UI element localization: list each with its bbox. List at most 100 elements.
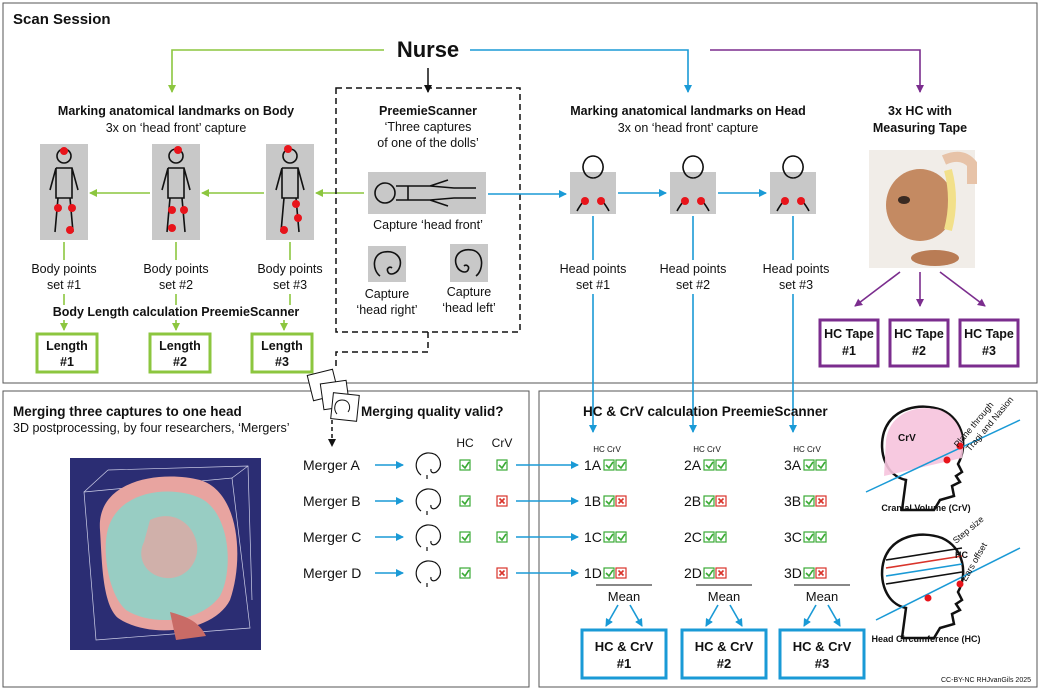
body-figure-2 <box>152 144 200 240</box>
body-points-set-2: set #2 <box>159 278 193 292</box>
body-points-set-1: set #1 <box>47 278 81 292</box>
merging-subtitle: 3D postprocessing, by four researchers, … <box>13 421 290 435</box>
body-points-label-1: Body points <box>31 262 96 276</box>
crv-valid-checkbox <box>496 531 508 543</box>
calc-cell-label: 3A <box>784 457 802 473</box>
result-box <box>580 628 668 680</box>
head-points-set-3: set #3 <box>779 278 813 292</box>
mean-arrow <box>729 604 743 627</box>
scan-session-panel <box>2 2 1038 384</box>
legend-step-size: Step size <box>951 514 986 545</box>
calc-crv-checkbox <box>815 531 827 543</box>
merged-head-icon <box>415 452 442 479</box>
body-length-calc-label: Body Length calculation PreemieScanner <box>53 305 300 319</box>
legend-crv-label: CrV <box>898 433 916 444</box>
calc-cell-label: 2C <box>684 529 702 545</box>
calc-crv-checkbox <box>815 495 827 507</box>
mean-arrow <box>803 604 817 627</box>
calc-crv-checkbox <box>815 567 827 579</box>
head-circumference-figure <box>875 533 1021 640</box>
hc-tape-box-1-label: HC Tape <box>824 327 874 341</box>
length-box-1-label: Length <box>46 339 88 353</box>
merger-name: Merger C <box>303 529 361 545</box>
body-figure-3 <box>266 144 314 240</box>
calc-cell-label: 2D <box>684 565 702 581</box>
result-box-label: HC & CrV <box>793 639 852 654</box>
merge-col-crv: CrV <box>492 436 513 450</box>
crv-valid-checkbox <box>496 495 508 507</box>
calc-crv-checkbox <box>815 459 827 471</box>
calc-crv-checkbox <box>715 459 727 471</box>
calc-cell-label: 3D <box>784 565 802 581</box>
scanner-sub1: ‘Three captures <box>385 120 472 134</box>
body-points-label-2: Body points <box>143 262 208 276</box>
length-box-3-number: #3 <box>275 355 289 369</box>
calc-title: HC & CrV calculation PreemieScanner <box>583 404 828 419</box>
capture-head-front-label: Capture ‘head front’ <box>373 218 483 232</box>
head-section-subheading: 3x on ‘head front’ capture <box>618 121 759 135</box>
result-box-label: HC & CrV <box>595 639 654 654</box>
merger-name: Merger D <box>303 565 361 581</box>
nurse-to-body-connector <box>168 49 384 93</box>
body-section-heading: Marking anatomical landmarks on Body <box>58 104 294 118</box>
calc-hc-checkbox <box>803 567 815 579</box>
calc-hc-checkbox <box>603 567 615 579</box>
merge-col-hc: HC <box>456 436 474 450</box>
result-box-number: #3 <box>815 656 829 671</box>
calc-cell-label: 1B <box>584 493 601 509</box>
body-figure-1 <box>40 144 88 240</box>
hc-valid-checkbox <box>459 567 471 579</box>
mean-label: Mean <box>608 589 641 604</box>
measuring-tape-photo <box>869 150 977 268</box>
merging-title: Merging three captures to one head <box>13 404 242 419</box>
result-box-number: #2 <box>717 656 731 671</box>
calc-hc-checkbox <box>703 495 715 507</box>
calc-col-header: HC CrV <box>793 445 821 454</box>
merging-quality-question: Merging quality valid? <box>361 404 504 419</box>
calc-cell-label: 1C <box>584 529 602 545</box>
head-front-image-2 <box>670 155 716 214</box>
tape-heading-2: Measuring Tape <box>873 121 967 135</box>
calc-crv-checkbox <box>715 495 727 507</box>
scan-session-title: Scan Session <box>13 11 111 28</box>
head-section-heading: Marking anatomical landmarks on Head <box>570 104 806 118</box>
capture-head-right-label-2: ‘head right’ <box>356 303 417 317</box>
body-points-set-3: set #3 <box>273 278 307 292</box>
calc-cell-label: 2A <box>684 457 702 473</box>
3d-head-render <box>70 458 261 650</box>
length-box-3: Length #3 <box>250 332 314 374</box>
hc-valid-checkbox <box>459 531 471 543</box>
scanner-to-merging-connector <box>335 332 429 368</box>
tape-heading-1: 3x HC with <box>888 104 952 118</box>
mean-arrow <box>605 604 619 627</box>
calc-cell-label: 3C <box>784 529 802 545</box>
calc-hc-checkbox <box>703 459 715 471</box>
legend-hc-caption: Head Circumference (HC) <box>871 634 980 644</box>
merger-name: Merger B <box>303 493 361 509</box>
cranial-volume-figure <box>865 405 1021 512</box>
hc-tape-box-2-number: #2 <box>912 344 926 358</box>
calc-crv-checkbox <box>615 459 627 471</box>
calc-crv-checkbox <box>615 495 627 507</box>
hc-tape-box-1: HC Tape #1 <box>818 318 880 368</box>
length-box-2-label: Length <box>159 339 201 353</box>
calc-crv-checkbox <box>715 531 727 543</box>
calc-hc-checkbox <box>803 459 815 471</box>
head-points-set-2: set #2 <box>676 278 710 292</box>
calc-crv-checkbox <box>715 567 727 579</box>
calc-cell-label: 2B <box>684 493 701 509</box>
nurse-label: Nurse <box>397 37 459 62</box>
legend-hc-label: HC <box>955 550 968 560</box>
head-points-label-1: Head points <box>560 262 627 276</box>
head-points-label-2: Head points <box>660 262 727 276</box>
calc-crv-checkbox <box>615 567 627 579</box>
length-box-1-number: #1 <box>60 355 74 369</box>
mean-label: Mean <box>708 589 741 604</box>
tape-to-box-1 <box>854 271 901 307</box>
license-credit: CC-BY-NC RHJvanGils 2025 <box>941 677 1031 684</box>
capture-head-right-label-1: Capture <box>365 287 410 301</box>
length-box-1: Length #1 <box>35 332 99 374</box>
head-points-label-3: Head points <box>763 262 830 276</box>
head-front-image-3 <box>770 155 816 214</box>
